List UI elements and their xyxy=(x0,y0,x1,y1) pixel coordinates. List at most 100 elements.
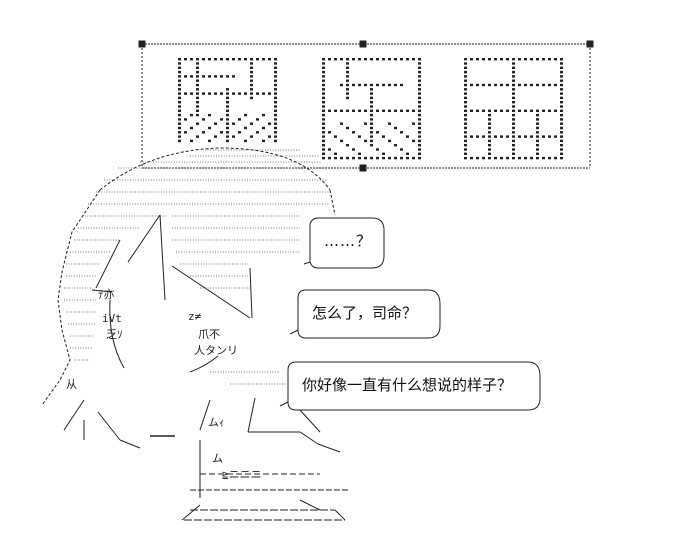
sign-dot xyxy=(464,113,467,117)
sign-dot xyxy=(226,105,229,108)
sign-dot xyxy=(512,148,515,151)
sign-dot xyxy=(202,75,205,78)
sign-dot xyxy=(500,83,503,87)
sign-dot xyxy=(370,92,373,95)
sign-dot xyxy=(322,113,325,117)
sign-dot xyxy=(196,105,199,108)
sign-dot xyxy=(560,131,563,134)
sign-dot xyxy=(226,131,229,134)
sign-dot xyxy=(464,118,467,121)
sign-dot xyxy=(322,144,325,147)
sign-dot xyxy=(190,75,193,78)
sign-dot xyxy=(418,105,421,108)
sign-dot xyxy=(340,156,343,160)
sign-dot xyxy=(226,109,229,112)
sign-dot xyxy=(518,83,521,87)
sign-dot xyxy=(512,109,515,112)
sign-dot xyxy=(274,109,277,112)
sign-dot xyxy=(178,109,181,112)
sign-dot xyxy=(560,66,563,69)
sign-dot xyxy=(250,66,253,69)
sign-dot xyxy=(464,109,467,112)
sign-board xyxy=(138,40,594,172)
sign-dot xyxy=(464,144,467,147)
sign-dot xyxy=(536,109,539,112)
sign-dot xyxy=(536,58,539,61)
sign-dot xyxy=(250,96,253,100)
sign-dot xyxy=(178,113,181,117)
sign-dot xyxy=(418,118,421,121)
sign-dot xyxy=(322,105,325,108)
sign-dot xyxy=(370,113,373,117)
sign-dot xyxy=(340,139,343,143)
sign-dot xyxy=(328,131,331,134)
sign-dot xyxy=(400,58,403,61)
sign-dot xyxy=(388,83,391,87)
sign-dot xyxy=(370,58,373,61)
sign-dot xyxy=(244,113,247,117)
sign-dot xyxy=(400,131,403,134)
sign-dot xyxy=(346,66,349,69)
sign-dot xyxy=(518,58,521,61)
sign-dot xyxy=(488,148,491,151)
sign-dot xyxy=(394,144,397,147)
sign-dot xyxy=(536,152,539,155)
sign-dot xyxy=(352,109,355,112)
sign-dot xyxy=(418,58,421,61)
sign-dot xyxy=(488,139,491,143)
sign-dot xyxy=(256,131,259,134)
sign-dot xyxy=(506,83,509,87)
sign-dot xyxy=(196,92,199,95)
sign-dot xyxy=(196,62,199,65)
sign-dot xyxy=(488,118,491,121)
sign-dot xyxy=(418,83,421,87)
sign-dot xyxy=(346,83,349,87)
sign-dot xyxy=(524,135,527,138)
sign-dot xyxy=(376,58,379,61)
sign-dot xyxy=(208,58,211,61)
sign-dot xyxy=(322,88,325,91)
sign-dot xyxy=(476,83,479,87)
sign-dot xyxy=(512,113,515,117)
sign-dot xyxy=(418,148,421,151)
sign-dot xyxy=(418,139,421,143)
sign-dot xyxy=(244,92,247,95)
sign-dot xyxy=(506,58,509,61)
sign-dot xyxy=(268,122,271,125)
sign-dot xyxy=(346,126,349,130)
sign-dot xyxy=(184,92,187,95)
sign-dot xyxy=(178,75,181,78)
sign-dot xyxy=(358,83,361,87)
sign-dot xyxy=(418,126,421,130)
sign-dot xyxy=(226,58,229,61)
sign-dot xyxy=(512,70,515,74)
sign-dot xyxy=(226,92,229,95)
sign-dot xyxy=(536,118,539,121)
sign-dot xyxy=(250,70,253,74)
sign-dot xyxy=(364,83,367,87)
art-glyph-4: z≠ xyxy=(188,310,202,323)
sign-dot xyxy=(554,83,557,87)
sign-dot xyxy=(262,139,265,143)
sign-dot xyxy=(274,139,277,143)
sign-dot xyxy=(464,148,467,151)
sign-dot xyxy=(196,109,199,112)
sign-dot xyxy=(560,109,563,112)
sign-dot xyxy=(530,58,533,61)
sign-dot xyxy=(488,156,491,160)
sign-dot xyxy=(256,92,259,95)
art-glyph-5: 爪不 xyxy=(198,328,220,341)
sign-dot xyxy=(358,135,361,138)
character-face xyxy=(97,299,219,449)
sign-dot xyxy=(262,113,265,117)
sign-dot xyxy=(560,58,563,61)
sign-dot xyxy=(250,58,253,61)
sign-dot xyxy=(274,126,277,130)
sign-dot xyxy=(196,58,199,61)
sign-dot xyxy=(262,58,265,61)
sign-dot xyxy=(500,58,503,61)
sign-dot xyxy=(178,118,181,121)
sign-dot xyxy=(560,101,563,104)
sign-dot xyxy=(560,75,563,78)
sign-dot xyxy=(220,131,223,134)
